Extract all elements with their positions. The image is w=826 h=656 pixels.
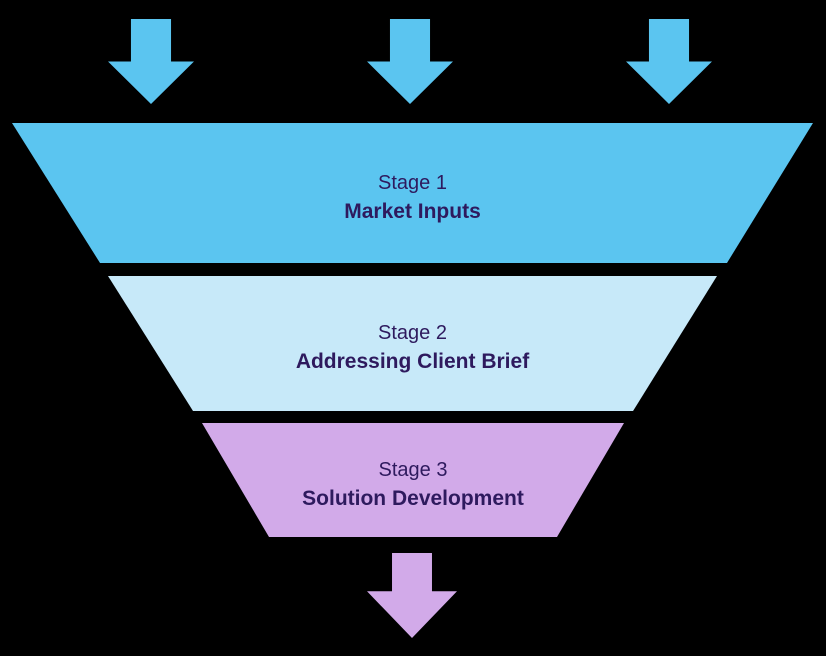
stage-1-text: Stage 1 Market Inputs — [344, 163, 481, 224]
stage-3-name: Solution Development — [302, 486, 524, 510]
stage-2-name: Addressing Client Brief — [295, 350, 530, 373]
stage-1-name: Market Inputs — [344, 199, 481, 223]
stage-1-label: Stage 1 — [378, 171, 447, 194]
stage-3-text: Stage 3 Solution Development — [302, 450, 524, 511]
output-arrow-down-icon — [367, 553, 457, 638]
stage-3-label: Stage 3 — [378, 458, 448, 481]
stage-2-label: Stage 2 — [378, 322, 447, 344]
funnel-stage-2: Stage 2 Addressing Client Brief — [108, 276, 717, 411]
funnel-stage-3: Stage 3 Solution Development — [202, 423, 624, 537]
input-arrow-down-icon — [108, 19, 194, 104]
stage-2-text: Stage 2 Addressing Client Brief — [296, 313, 529, 374]
funnel-stage-1: Stage 1 Market Inputs — [12, 123, 813, 263]
input-arrow-down-icon — [626, 19, 712, 104]
input-arrow-down-icon — [367, 19, 453, 104]
